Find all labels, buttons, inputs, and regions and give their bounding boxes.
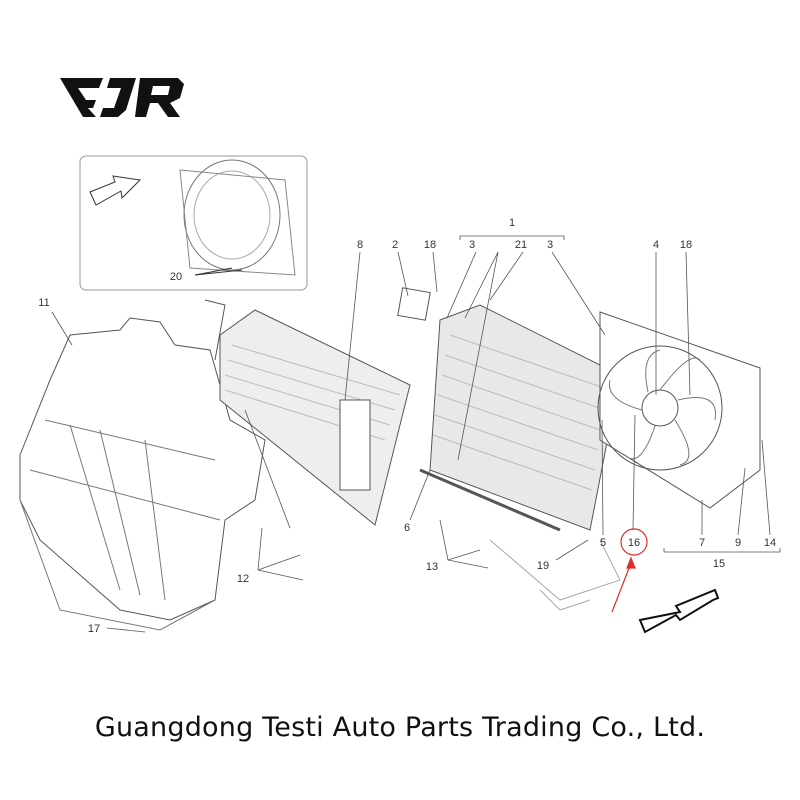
callout-8: 8: [357, 239, 363, 251]
callout-18: 18: [424, 239, 436, 251]
company-name: Guangdong Testi Auto Parts Trading Co., …: [94, 712, 706, 743]
highlight-marker: [611, 528, 648, 613]
callout-3b: 3: [547, 239, 553, 251]
inset-view: [79, 155, 308, 291]
leader-lines: [51, 235, 781, 633]
callout-16: 16: [628, 537, 640, 549]
callout-9: 9: [735, 537, 741, 549]
callout-13: 13: [426, 561, 438, 573]
callout-6: 6: [404, 522, 410, 534]
direction-arrow-icon: [638, 588, 720, 634]
callout-17: 17: [88, 623, 100, 635]
radiator: [397, 287, 621, 532]
callout-14: 14: [764, 537, 776, 549]
callout-18b: 18: [680, 239, 692, 251]
callout-19: 19: [537, 560, 549, 572]
callout-1: 1: [509, 217, 515, 229]
callout-4: 4: [653, 239, 659, 251]
condenser: [204, 299, 411, 526]
callout-11: 11: [38, 297, 49, 309]
callout-21: 21: [515, 239, 527, 251]
direction-arrow-icon: [89, 175, 142, 206]
red-arrow-icon: [626, 556, 636, 569]
callout-2: 2: [392, 239, 398, 251]
callout-15: 15: [713, 558, 725, 570]
fan-assembly: [597, 311, 761, 509]
callout-12: 12: [237, 573, 249, 585]
callout-20: 20: [170, 271, 182, 283]
undershield: [19, 317, 266, 631]
support-bracket: [489, 539, 621, 611]
callout-7: 7: [699, 537, 705, 549]
callout-3: 3: [469, 239, 475, 251]
ejr-logo: [60, 78, 184, 117]
callout-labels: 1 2 18 3 21 3 4 18 8 11 20 6 5 16 7 9 14…: [38, 217, 776, 635]
callout-5: 5: [600, 537, 606, 549]
